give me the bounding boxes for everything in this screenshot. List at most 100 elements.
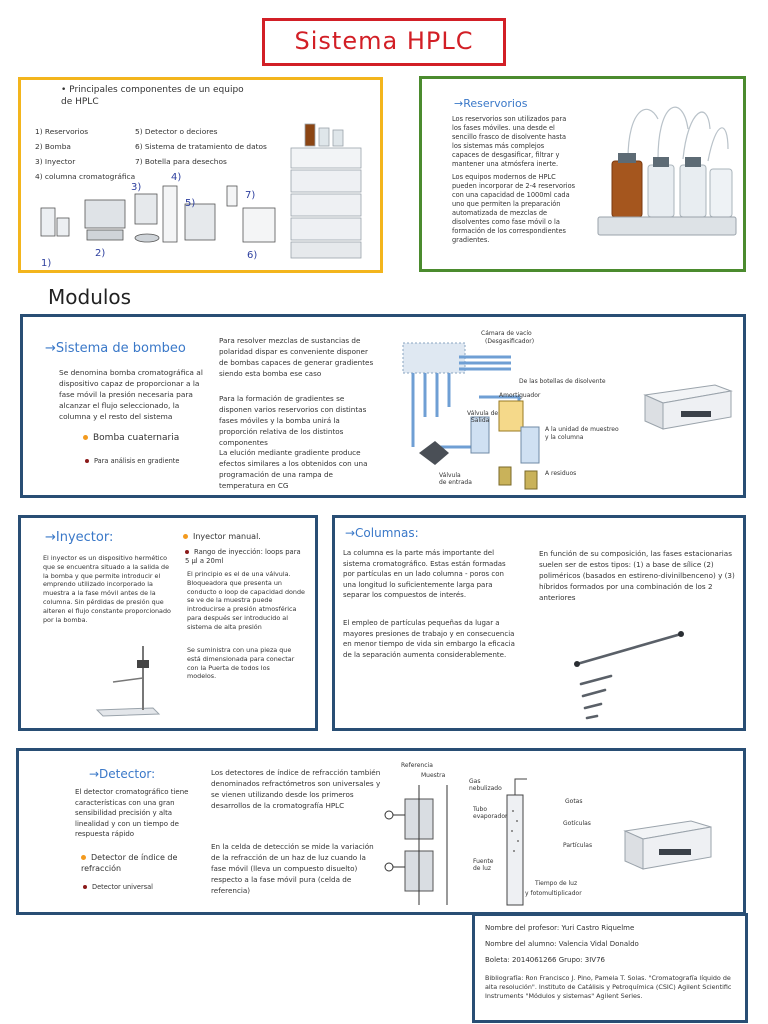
detector-bullet-2-text: Detector universal — [92, 883, 153, 891]
inyector-bullet-1: Inyector manual. — [183, 532, 261, 543]
detector-section: →Detector: El detector cromatográfico ti… — [16, 748, 746, 915]
bombeo-bullet-2-text: Para análisis en gradiente — [94, 457, 180, 465]
info-boleta: Boleta: 2014061266 Grupo: 3IV76 — [485, 956, 605, 964]
component-item: 2) Bomba — [35, 142, 71, 151]
components-list-left: 1) Reservorios 2) Bomba 3) Inyector 4) c… — [35, 124, 145, 184]
bullet-dot — [81, 855, 86, 860]
diagram-label-2: 2) — [95, 248, 105, 259]
diagram-label-7: 7) — [245, 190, 255, 201]
inyector-bullet-2: Rango de inyección: loops para 5 µl a 20… — [185, 548, 305, 566]
label-tubo: Tubo — [472, 806, 487, 813]
bombeo-text-2: Para la formación de gradientes se dispo… — [219, 394, 367, 447]
label-particulas: Partículas — [563, 842, 592, 849]
label-valvula-entrada: Válvula — [439, 472, 461, 479]
label-fuente: Fuente — [473, 858, 494, 865]
label-goticulas: Gotículas — [563, 820, 591, 827]
hplc-schematic-illustration: 1) 2) 3) 4) 5) 6) 7) — [40, 172, 276, 269]
label-valvula-salida: Válvula de — [467, 410, 498, 417]
bullet-dot — [83, 885, 87, 889]
bullet-dot — [185, 550, 189, 554]
component-item: 1) Reservorios — [35, 127, 89, 136]
label-residuos: A residuos — [545, 470, 576, 477]
diagram-label-3: 3) — [131, 182, 141, 193]
detector-bullet-1: Detector de índice de refracción — [81, 853, 201, 874]
injector-stand-image — [95, 646, 161, 717]
label-gas-2: nebulizado — [469, 785, 502, 792]
detector-bullet-2: Detector universal — [83, 883, 153, 892]
inyector-text-3: Se suministra con una pieza que está dim… — [187, 646, 295, 681]
diagram-label-1: 1) — [41, 258, 51, 269]
columnas-text-1: La columna es la parte más importante de… — [343, 549, 506, 599]
label-unidad-2: y la columna — [545, 434, 584, 441]
diagram-label-4: 4) — [171, 172, 181, 183]
detector-text-1: Los detectores de índice de refracción t… — [211, 768, 381, 810]
inyector-section: →Inyector: El inyector es un dispositivo… — [18, 515, 318, 731]
hplc-instrument-image — [290, 123, 362, 259]
columnas-text-3: En función de su composición, las fases … — [539, 549, 735, 602]
label-tiempo: Tiempo de luz — [534, 880, 577, 887]
bombeo-bullet-1: Bomba cuaternaria — [83, 433, 179, 444]
inyector-bullet-1-text: Inyector manual. — [193, 532, 261, 541]
component-item: 3) Inyector — [35, 157, 76, 166]
bombeo-bullet-2: Para análisis en gradiente — [85, 457, 179, 466]
bombeo-section: →Sistema de bombeo Se denomina bomba cro… — [20, 314, 746, 498]
detector-diagram: Referencia Muestra Gas nebulizado Tubo e… — [384, 762, 592, 906]
reservoir-bottles-image — [597, 106, 737, 236]
label-camara: Cámara de vacío — [481, 330, 532, 337]
label-valvula-salida-2: Salida — [471, 417, 490, 424]
columnas-text-2: El empleo de partículas pequeñas da luga… — [343, 619, 515, 659]
pump-diagram: Cámara de vacío (Desgasificador) De las … — [402, 330, 619, 490]
component-item: 6) Sistema de tratamiento de datos — [135, 142, 267, 151]
student-info-section: Nombre del profesor: Yuri Castro Riquelm… — [472, 913, 748, 1023]
detector-text-2: En la celda de detección se mide la vari… — [211, 842, 374, 895]
bombeo-description: Se denomina bomba cromatográfica al disp… — [59, 368, 203, 421]
component-item: 5) Detector o deciores — [135, 127, 218, 136]
label-gotas: Gotas — [565, 798, 582, 805]
info-alumno: Nombre del alumno: Valencia Vidal Donald… — [485, 940, 639, 948]
bombeo-title: →Sistema de bombeo — [45, 341, 186, 356]
bombeo-text-3: La elución mediante gradiente produce ef… — [219, 448, 368, 490]
info-profesor: Nombre del profesor: Yuri Castro Riquelm… — [485, 924, 635, 932]
diagram-label-6: 6) — [247, 250, 257, 261]
inyector-bullet-2-text: Rango de inyección: loops para 5 µl a 20… — [185, 548, 301, 565]
components-heading-text: Principales componentes de un equipo de … — [61, 85, 244, 107]
label-tiempo-2: y fotomultiplicador — [525, 890, 582, 897]
diagram-label-5: 5) — [185, 198, 195, 209]
label-referencia: Referencia — [401, 762, 433, 769]
bullet-dot — [183, 534, 188, 539]
label-valvula-entrada-2: de entrada — [439, 479, 472, 486]
components-heading: • Principales componentes de un equipo d… — [61, 85, 244, 107]
columnas-section: →Columnas: La columna es la parte más im… — [332, 515, 746, 731]
label-unidad: A la unidad de muestreo — [545, 426, 619, 433]
component-item: 7) Botella para desechos — [135, 157, 227, 166]
label-muestra: Muestra — [421, 772, 446, 779]
inyector-text-2: El principio es el de una válvula. Bloqu… — [187, 570, 305, 631]
reservorios-text-1: Los reservorios son utilizados para los … — [452, 115, 567, 168]
detector-module-image — [623, 820, 712, 870]
components-list-right: 5) Detector o deciores 6) Sistema de tra… — [135, 124, 305, 169]
label-camara-2: (Desgasificador) — [485, 338, 534, 345]
component-item: 4) columna cromatográfica — [35, 172, 136, 181]
hplc-columns-image — [574, 631, 684, 720]
title-box: Sistema HPLC — [262, 18, 506, 66]
page-title: Sistema HPLC — [294, 27, 474, 55]
label-tubo-2: evaporador — [473, 813, 508, 820]
detector-bullet-1-text: Detector de índice de refracción — [81, 853, 178, 873]
bullet-dot — [85, 459, 89, 463]
reservorios-section: →Reservorios Los reservorios son utiliza… — [419, 76, 746, 272]
reservorios-title: →Reservorios — [454, 97, 528, 110]
inyector-description: El inyector es un dispositivo hermético … — [43, 554, 171, 624]
label-amortiguador: Amortiguador — [499, 392, 541, 399]
label-botellas: De las botellas de disolvente — [519, 378, 606, 385]
detector-description: El detector cromatográfico tiene caracte… — [75, 788, 189, 838]
bombeo-bullet-1-text: Bomba cuaternaria — [93, 433, 180, 443]
columnas-title: →Columnas: — [345, 526, 419, 540]
info-bibliografia: Bibliografía: Ron Francisco J. Pino, Pam… — [485, 974, 732, 1000]
components-section: • Principales componentes de un equipo d… — [18, 77, 383, 273]
pump-module-image — [643, 384, 733, 430]
modulos-title: Modulos — [48, 285, 132, 309]
label-gas: Gas — [469, 778, 480, 785]
label-fuente-2: de luz — [473, 865, 491, 872]
bullet-dot — [83, 435, 88, 440]
detector-title: →Detector: — [89, 767, 156, 781]
